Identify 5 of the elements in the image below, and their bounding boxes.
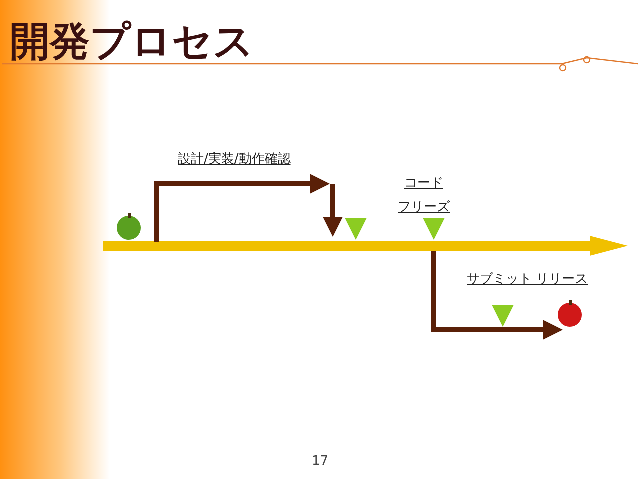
milestone-label: コードフリーズ [398, 175, 450, 217]
page-number: 17 [312, 454, 329, 469]
slide-title: 開発プロセス [10, 18, 254, 66]
milestone-label: サブミット リリース [467, 271, 588, 289]
phase-label: 設計/実装/動作確認 [178, 151, 291, 169]
